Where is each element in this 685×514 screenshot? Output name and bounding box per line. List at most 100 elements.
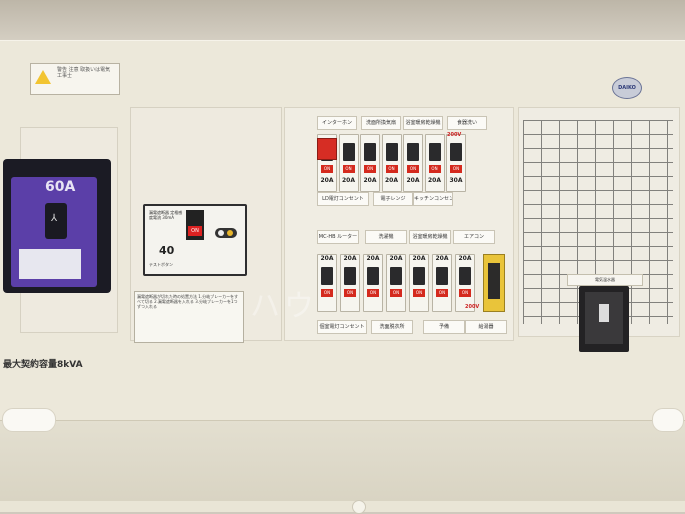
breaker-on-indicator: ON (342, 165, 355, 173)
panel-cover: 警告 注意 取扱いは電気工事士 DAIKO 60A ⅄ 漏電遮断器 定格感度電流… (0, 40, 685, 461)
distribution-panel: 警告 注意 取扱いは電気工事士 DAIKO 60A ⅄ 漏電遮断器 定格感度電流… (0, 40, 685, 514)
breaker-on-indicator: ON (413, 289, 425, 297)
main-breaker-amp: 60A (45, 179, 76, 195)
aux-breaker[interactable]: 電気温水器 (567, 274, 643, 352)
branch-mid2-label: エアコン (453, 230, 495, 244)
breaker-amp: 20A (406, 177, 420, 184)
breaker-toggle[interactable] (367, 267, 379, 285)
breaker-amp: 30A (449, 177, 463, 184)
branch-bottom-label: 給湯器 (465, 320, 507, 334)
aux-breaker-face (585, 292, 623, 344)
watermark: ハウ (250, 289, 318, 324)
main-breaker-switch[interactable]: ⅄ (45, 203, 67, 239)
yellow-breaker[interactable] (483, 254, 505, 312)
breaker-on-indicator: ON (367, 289, 379, 297)
breaker-on-indicator: ON (390, 289, 402, 297)
branch-breaker-bottom[interactable]: 20A ON (386, 254, 406, 312)
breaker-toggle[interactable] (390, 267, 402, 285)
voltage-200v-bottom: 200V (465, 304, 480, 310)
breaker-toggle[interactable] (364, 143, 376, 161)
main-breaker[interactable]: 60A ⅄ (3, 159, 111, 293)
branch-bottom-label: 洗面脱衣所 (371, 320, 413, 334)
breaker-amp: 20A (435, 255, 449, 262)
branch-mid-label: キッチンコンセント (413, 192, 453, 206)
elcb-spec-text: 漏電遮断器 定格感度電流 30mA (149, 210, 183, 220)
breaker-on-indicator: ON (321, 165, 333, 173)
breaker-toggle[interactable] (342, 143, 355, 161)
instruction-card: 漏電遮断器が切れた時の処置方法 1.分岐ブレーカーをすべて切る 2.漏電遮断器を… (134, 291, 244, 343)
breaker-toggle[interactable] (385, 143, 398, 161)
branch-breaker-bottom[interactable]: 20A ON (340, 254, 360, 312)
breaker-toggle[interactable] (407, 143, 419, 161)
breaker-on-indicator: ON (428, 165, 441, 173)
branch-mid2-label: MC-HB ルーター (317, 230, 359, 244)
breaker-amp: 20A (412, 255, 426, 262)
test-light-icon (218, 230, 224, 236)
spare-grid-area: 電気温水器 (518, 107, 680, 352)
branch-top-label: 洗面所換気扇 (361, 116, 401, 130)
breaker-on-indicator: ON (436, 289, 448, 297)
breaker-toggle[interactable] (459, 267, 471, 285)
voltage-200v-top: 200V (447, 132, 462, 138)
breaker-amp: 20A (342, 177, 355, 184)
elcb-amp: 40 (159, 244, 175, 257)
breaker-amp: 20A (458, 255, 472, 262)
wall (0, 0, 685, 40)
contract-capacity-label: 最大契約容量8kVA (3, 360, 83, 370)
branch-mid2-label: 洗濯機 (365, 230, 407, 244)
branch-top-label: 食器洗い (447, 116, 487, 130)
left-handle-slot[interactable] (2, 408, 56, 432)
branch-mid-label: 電子レンジ (373, 192, 413, 206)
breaker-toggle[interactable] (450, 143, 462, 161)
bottom-rail (0, 420, 685, 501)
manufacturer-logo: DAIKO (612, 77, 642, 99)
breaker-amp: 20A (366, 255, 380, 262)
earth-leakage-breaker[interactable]: 漏電遮断器 定格感度電流 30mA ON 40 テストボタン (143, 204, 247, 276)
breaker-on-indicator: ON (385, 165, 398, 173)
breaker-toggle[interactable] (321, 267, 333, 285)
branch-top-label: インターホン (317, 116, 357, 130)
red-breaker-handle[interactable] (317, 138, 337, 160)
branch-mid-label: LD電灯コンセント (317, 192, 369, 206)
branch-top-label: 浴室暖房乾燥機 (403, 116, 443, 130)
elcb-test-button[interactable] (215, 228, 237, 238)
right-handle-slot[interactable] (652, 408, 684, 432)
breaker-amp: 20A (320, 255, 334, 262)
main-breaker-face: 60A ⅄ (11, 177, 97, 287)
branch-mid2-label: 浴室暖房乾燥機 (409, 230, 451, 244)
branch-breaker-bottom[interactable]: 20A ON (455, 254, 475, 312)
breaker-on-indicator: ON (459, 289, 471, 297)
breaker-toggle[interactable] (436, 267, 448, 285)
breaker-on-indicator: ON (364, 165, 376, 173)
breaker-on-indicator: ON (321, 289, 333, 297)
branch-breaker-bottom[interactable]: 20A ON (432, 254, 452, 312)
breaker-amp: 20A (428, 177, 441, 184)
warning-icon (35, 70, 51, 84)
breaker-on-indicator: ON (407, 165, 419, 173)
branch-bottom-label: 予備 (423, 320, 465, 334)
breaker-toggle[interactable] (428, 143, 441, 161)
elcb-test-text: テストボタン (149, 262, 173, 267)
breaker-amp: 20A (343, 255, 357, 262)
branch-breaker-top[interactable]: ON 20A (338, 134, 359, 192)
aux-breaker-label: 電気温水器 (567, 274, 643, 286)
branch-breaker-top[interactable]: ON 20A (424, 134, 445, 192)
breaker-toggle[interactable] (344, 267, 356, 285)
breaker-amp: 20A (320, 177, 334, 184)
branch-breaker-bottom[interactable]: 20A ON (409, 254, 429, 312)
breaker-amp: 20A (389, 255, 403, 262)
aux-breaker-switch[interactable] (599, 304, 609, 322)
breaker-on-indicator: ON (344, 289, 356, 297)
branch-breaker-bottom[interactable]: 20A ON (363, 254, 383, 312)
branch-breaker-bottom[interactable]: 20A ON (317, 254, 337, 312)
switch-arrow-icon: ⅄ (51, 213, 58, 224)
breaker-toggle[interactable] (413, 267, 425, 285)
reset-light-icon (227, 230, 233, 236)
branch-breaker-top[interactable]: ON 20A (403, 134, 423, 192)
elcb-on-indicator: ON (188, 226, 202, 236)
yellow-breaker-toggle[interactable] (488, 263, 500, 299)
